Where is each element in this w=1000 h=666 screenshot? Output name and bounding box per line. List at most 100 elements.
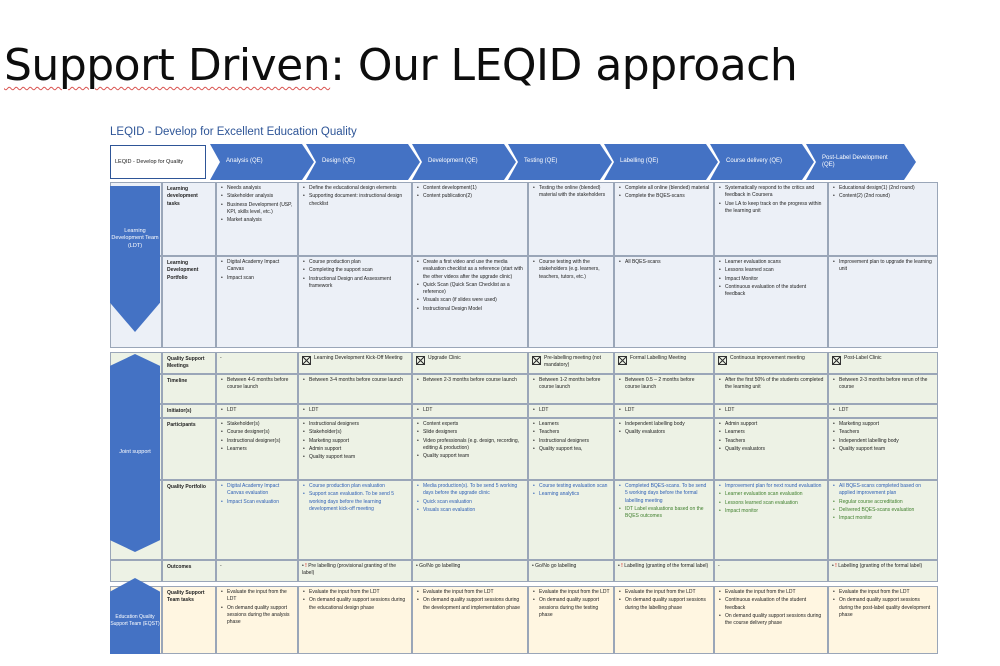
bullet-list: Course testing with the stakeholders (e.… (532, 259, 610, 281)
outcome-entry: • Go/No go labelling (416, 563, 524, 570)
row-label-initiators: Initiator(s) (162, 404, 216, 418)
list-item: Independent labelling body (618, 421, 710, 429)
meeting-text: Formal Labelling Meeting (630, 355, 687, 361)
bullet-icon: • (832, 563, 836, 569)
bullet-list: Create a first video and use the media e… (416, 259, 524, 313)
list-item: Needs analysis (220, 185, 294, 193)
meeting-text: Continuous improvement meeting (730, 355, 805, 361)
list-item: Instructional Design Model (416, 306, 524, 314)
cell-participants-5: Independent labelling bodyQuality evalua… (614, 418, 714, 480)
cell-timeline-7: Between 2-3 months before rerun of the c… (828, 374, 938, 404)
list-item: Course production plan evaluation (302, 483, 408, 491)
phase-arrow-6: Course delivery (QE) (710, 144, 814, 180)
list-item: Content publication(2) (416, 193, 524, 201)
list-item: Teachers (532, 429, 610, 437)
list-item: Quick Scan (Quick Scan Checklist as a re… (416, 282, 524, 297)
flag-icon: ! (621, 563, 625, 569)
bullet-list: Media production(s). To be send 5 workin… (416, 483, 524, 514)
bullet-list: Evaluate the input from the LDTOn demand… (416, 589, 524, 612)
list-item: Visuals scan (if slides were used) (416, 297, 524, 305)
meeting-text: - (220, 355, 222, 361)
bullet-list: Complete all online (blended) materialCo… (618, 185, 710, 201)
cell-learning-tasks-4: Testing the online (blended) material wi… (528, 182, 614, 256)
list-item: Evaluate the input from the LDT (618, 589, 710, 597)
list-item: Slide designers (416, 429, 524, 437)
list-item: LDT (220, 407, 294, 415)
meeting-entry: Continuous improvement meeting (718, 355, 824, 365)
bullet-list: All BQES-scans completed based on applie… (832, 483, 934, 523)
list-item: Between 2-3 months before rerun of the c… (832, 377, 934, 392)
bullet-list: Between 4-6 months before course launch (220, 377, 294, 392)
row-label-participants: Participants (162, 418, 216, 480)
row-label-qst-tasks: Quality Support Team tasks (162, 586, 216, 654)
bullet-list: Course testing evaluation scanLearning a… (532, 483, 610, 499)
meeting-text: Learning Development Kick-Off Meeting (314, 355, 403, 361)
meeting-entry: Upgrade Clinic (416, 355, 524, 365)
cell-timeline-6: After the first 50% of the students comp… (714, 374, 828, 404)
bullet-list: LDT (416, 407, 524, 415)
list-item: All BQES-scans completed based on applie… (832, 483, 934, 498)
meeting-text: Post-Label Clinic (844, 355, 882, 361)
list-item: Create a first video and use the media e… (416, 259, 524, 281)
phase-arrow-5: Labelling (QE) (604, 144, 718, 180)
cell-participants-3: Content expertsSlide designersVideo prof… (412, 418, 528, 480)
list-item: Quality support team (416, 453, 524, 461)
outcome-text: - (718, 563, 720, 569)
outcome-entry: - (220, 563, 294, 570)
bullet-icon: • (302, 563, 306, 569)
list-item: Quality evaluators (618, 429, 710, 437)
list-item: LDT (832, 407, 934, 415)
list-item: Evaluate the input from the LDT (302, 589, 408, 597)
row-label-outcomes: Outcomes (162, 560, 216, 582)
phase-arrow-7: Post-Label Development (QE) (806, 144, 916, 180)
meeting-entry: Pre-labelling meeting (not mandatory) (532, 355, 610, 370)
list-item: LDT (532, 407, 610, 415)
cell-quality-portfolio-6: Improvement plan for next round evaluati… (714, 480, 828, 560)
list-item: Evaluate the input from the LDT (532, 589, 610, 597)
bullet-list: Evaluate the input from the LDTOn demand… (532, 589, 610, 619)
list-item: Learners (532, 421, 610, 429)
cell-initiators-4: LDT (528, 404, 614, 418)
list-item: Impact scan (220, 275, 294, 283)
list-item: Evaluate the input from the LDT (416, 589, 524, 597)
flag-icon: ! (835, 563, 839, 569)
cell-learning-portfolio-2: Course production planCompleting the sup… (298, 256, 412, 348)
bullet-list: Evaluate the input from the LDTOn demand… (302, 589, 408, 612)
leqid-table: Learning development tasksNeeds analysis… (110, 182, 938, 654)
list-item: Lessons learned scan (718, 267, 824, 275)
list-item: Complete all online (blended) material (618, 185, 710, 193)
cell-qs-meetings-2: Learning Development Kick-Off Meeting (298, 352, 412, 374)
list-item: On demand quality support sessions durin… (718, 613, 824, 628)
outcome-entry: • ! Pre labelling (provisional granting … (302, 563, 408, 578)
cell-learning-tasks-3: Content development(1)Content publicatio… (412, 182, 528, 256)
list-item: Course production plan (302, 259, 408, 267)
team-ldt-shape: Learning Development Team (LDT) (110, 186, 160, 332)
list-item: Visuals scan evaluation (416, 507, 524, 515)
bullet-list: Evaluate the input from the LDTOn demand… (220, 589, 294, 626)
list-item: Evaluate the input from the LDT (832, 589, 934, 597)
bullet-list: Between 2-3 months before rerun of the c… (832, 377, 934, 392)
outcome-text: Go/No go labelling (535, 563, 577, 569)
list-item: On demand quality support sessions durin… (220, 605, 294, 627)
cell-quality-portfolio-2: Course production plan evaluationSupport… (298, 480, 412, 560)
list-item: Content development(1) (416, 185, 524, 193)
cell-timeline-2: Between 3-4 months before course launch (298, 374, 412, 404)
bullet-list: Stakeholder(s)Course designer(s)Instruct… (220, 421, 294, 453)
phase-arrow-3: Development (QE) (412, 144, 516, 180)
list-item: Impact monitor (832, 515, 934, 523)
list-item: Marketing support (832, 421, 934, 429)
cell-qs-meetings-6: Continuous improvement meeting (714, 352, 828, 374)
list-item: LDT (302, 407, 408, 415)
bullet-list: Evaluate the input from the LDTOn demand… (832, 589, 934, 619)
list-item: Instructional Design and Assessment fram… (302, 276, 408, 291)
bullet-icon: • (416, 563, 420, 569)
cell-outcomes-6: - (714, 560, 828, 582)
cell-initiators-1: LDT (216, 404, 298, 418)
cell-timeline-5: Between 0.5 – 2 months before course lau… (614, 374, 714, 404)
list-item: Instructional designer(s) (220, 438, 294, 446)
phase-arrow-2: Design (QE) (306, 144, 420, 180)
row-label-qs-meetings: Quality Support Meetings (162, 352, 216, 374)
bullet-list: LDT (220, 407, 294, 415)
list-item: Between 0.5 – 2 months before course lau… (618, 377, 710, 392)
list-item: Digital Academy Impact Canvas (220, 259, 294, 274)
